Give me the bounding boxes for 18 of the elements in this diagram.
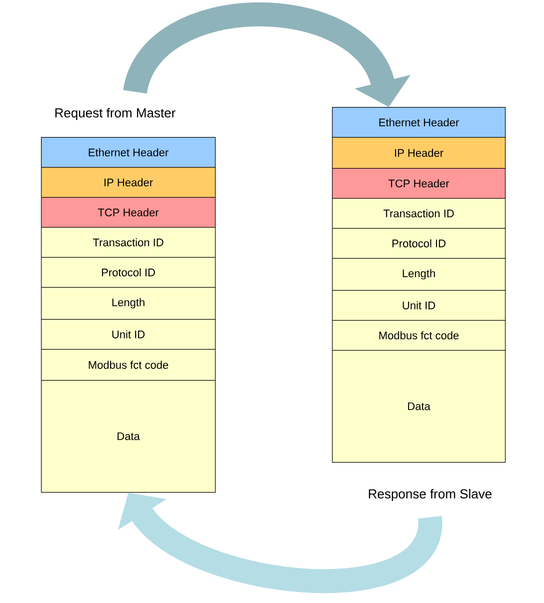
field-cell: Modbus fct code — [41, 349, 216, 381]
field-cell: Length — [41, 287, 216, 320]
field-cell: Ethernet Header — [41, 137, 216, 168]
field-cell: Transaction ID — [41, 227, 216, 258]
field-cell: Unit ID — [332, 290, 506, 321]
field-cell: Modbus fct code — [332, 320, 506, 351]
stack-title: Request from Master — [55, 108, 176, 120]
field-cell: Protocol ID — [332, 228, 506, 259]
field-cell: Protocol ID — [41, 257, 216, 288]
field-cell: TCP Header — [41, 197, 216, 228]
field-cell: Transaction ID — [332, 198, 506, 229]
field-cell: Unit ID — [41, 319, 216, 350]
field-cell: Length — [332, 258, 506, 291]
stack-title: Response from Slave — [368, 488, 492, 502]
field-cell: TCP Header — [332, 168, 506, 199]
field-cell: Ethernet Header — [332, 107, 506, 138]
field-cell: IP Header — [332, 137, 506, 169]
field-cell: IP Header — [41, 167, 216, 198]
